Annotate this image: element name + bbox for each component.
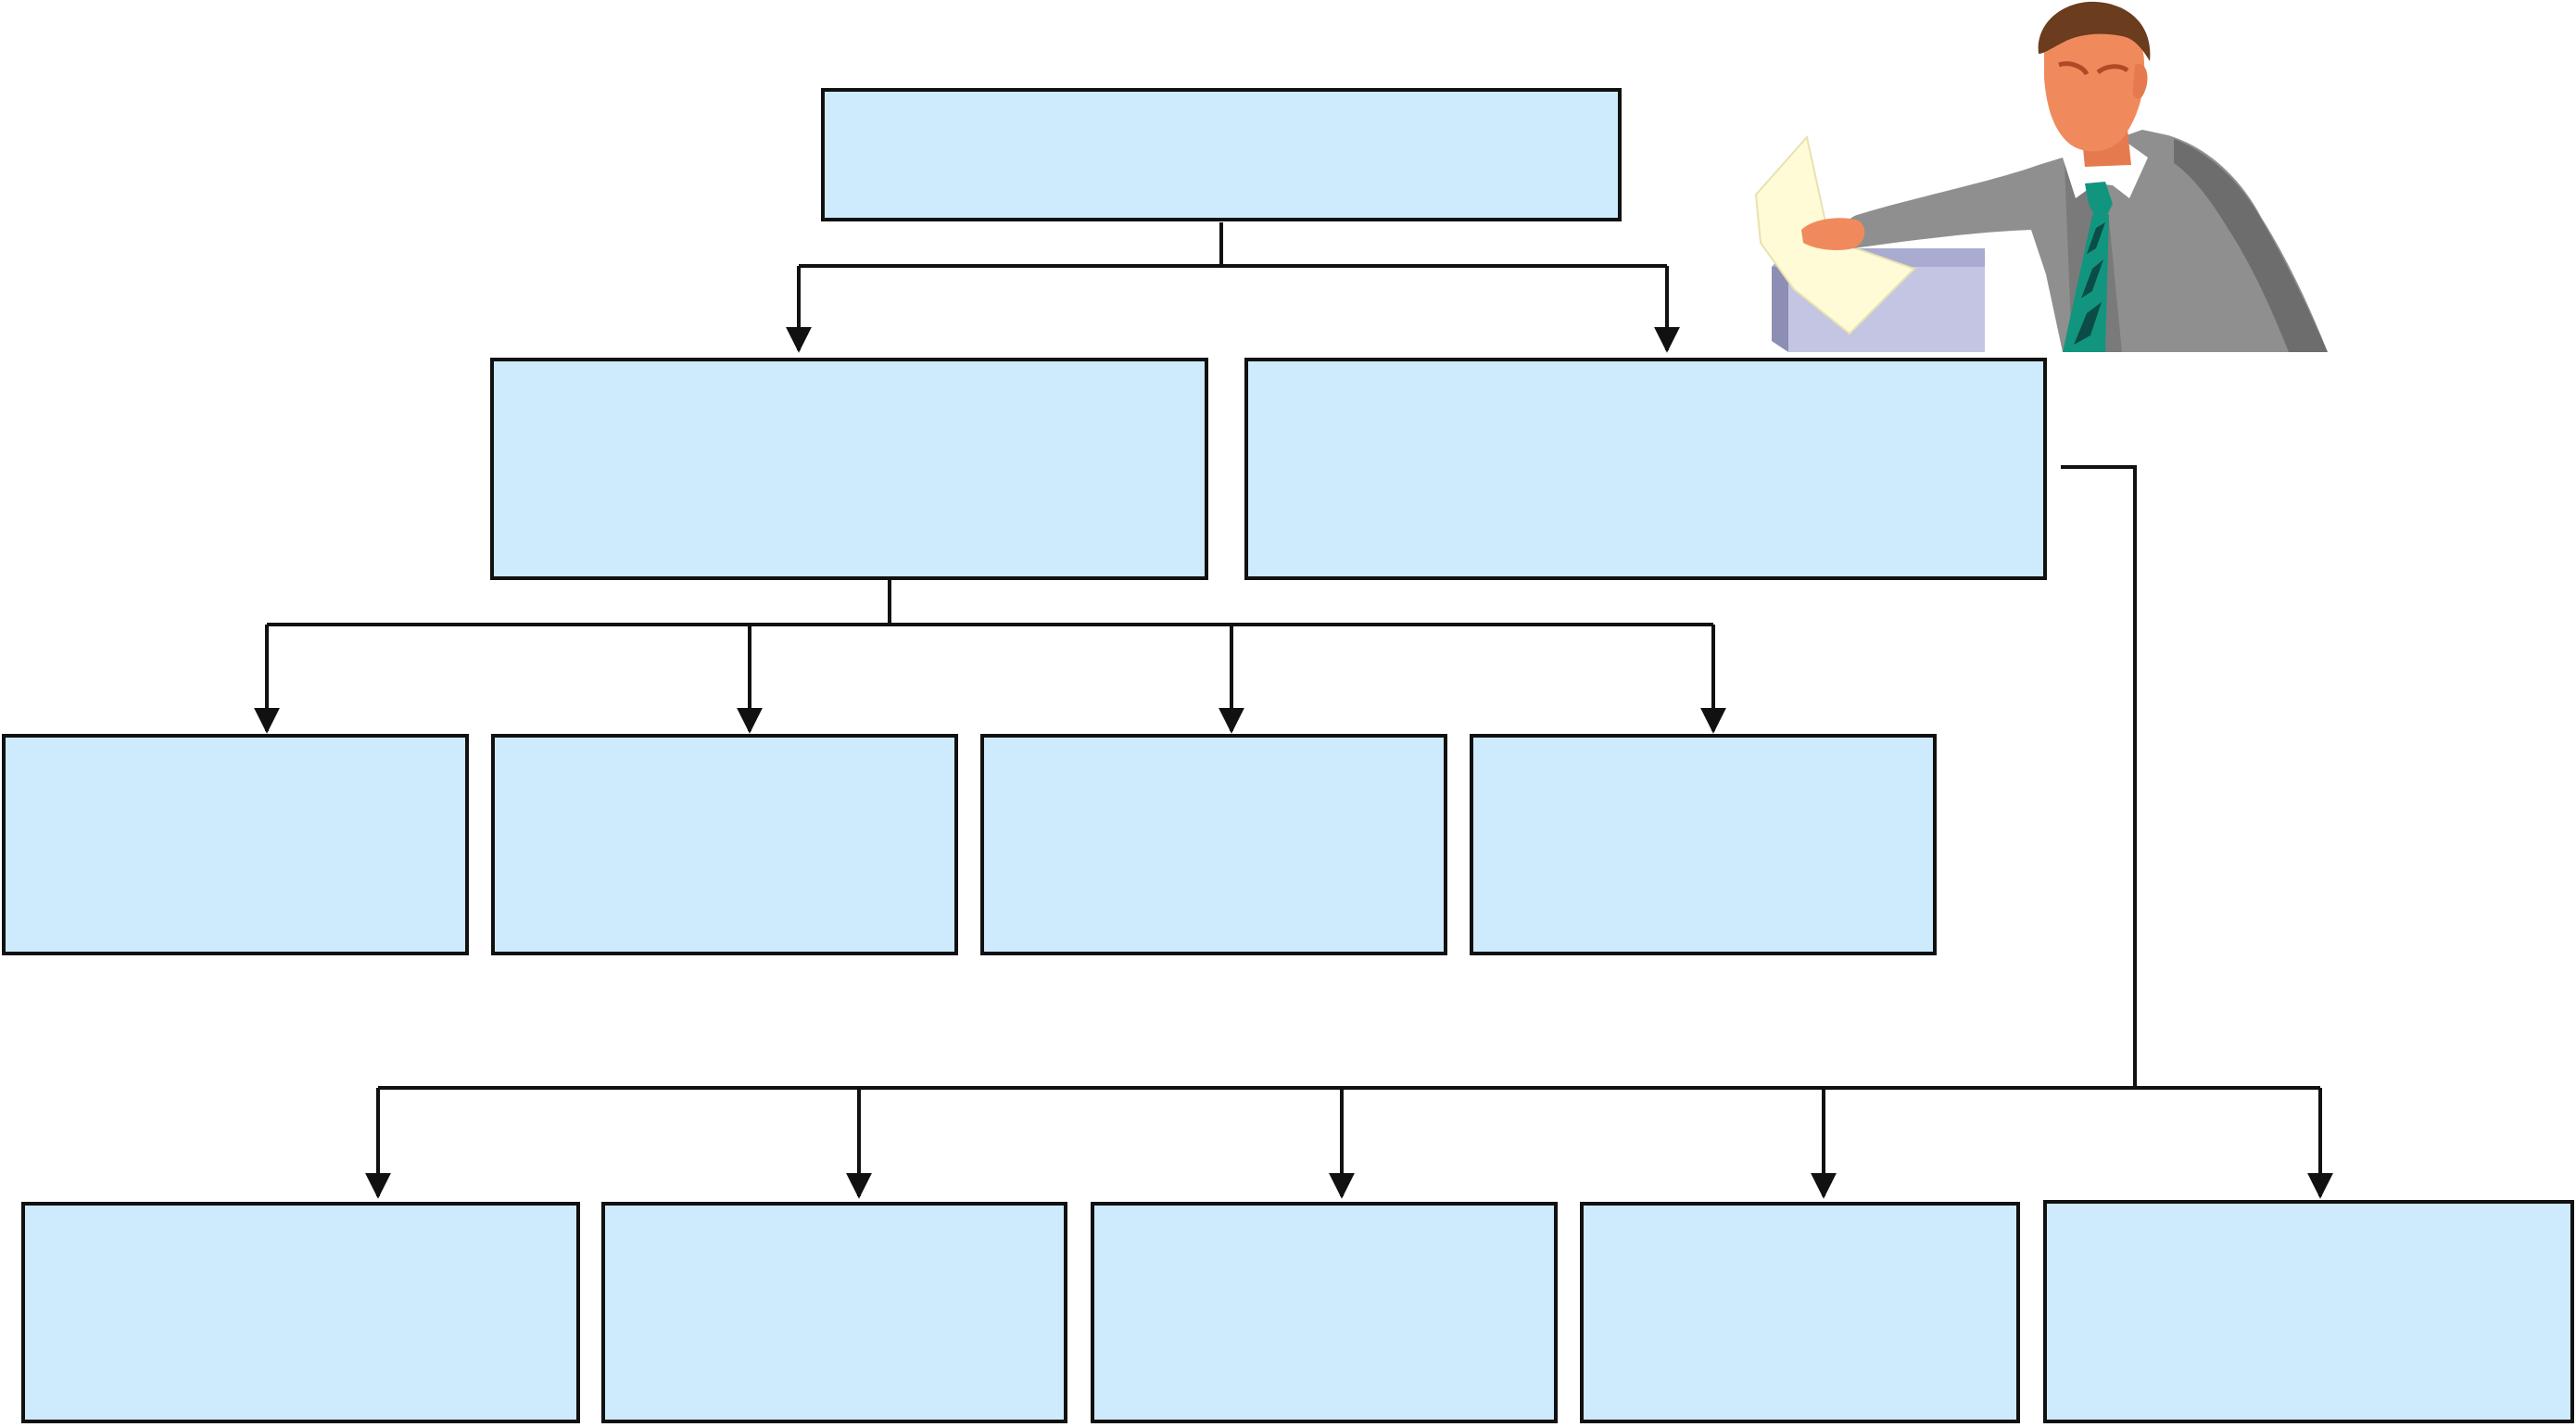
org-box-level3-2: [491, 734, 958, 955]
connector-level2-right-elbow: [2061, 465, 2137, 1088]
face-shadow-icon: [2058, 61, 2129, 76]
org-box-level3-3: [980, 734, 1447, 955]
org-box-level3-4: [1470, 734, 1937, 955]
org-box-level4-3: [1091, 1202, 1558, 1423]
ear-icon: [2132, 64, 2148, 99]
businessman-at-ballot-box-icon: [1754, 1, 2328, 352]
head-icon: [2043, 15, 2145, 152]
ballot-paper-icon: [1754, 134, 1916, 335]
tie-icon: [2063, 182, 2113, 352]
org-box-level2-right: [1244, 358, 2047, 580]
org-box-level3-1: [2, 734, 469, 955]
connectors: [254, 222, 2333, 1199]
org-box-level4-5: [2043, 1200, 2574, 1423]
hair-icon: [2038, 1, 2151, 62]
org-boxes: [2, 88, 2574, 1423]
org-box-level4-2: [601, 1202, 1067, 1423]
org-box-level4-1: [21, 1202, 580, 1423]
org-box-level4-4: [1580, 1202, 2020, 1423]
org-box-top: [821, 88, 1622, 221]
org-box-level2-left: [490, 358, 1208, 580]
hand-icon: [1801, 218, 1865, 250]
